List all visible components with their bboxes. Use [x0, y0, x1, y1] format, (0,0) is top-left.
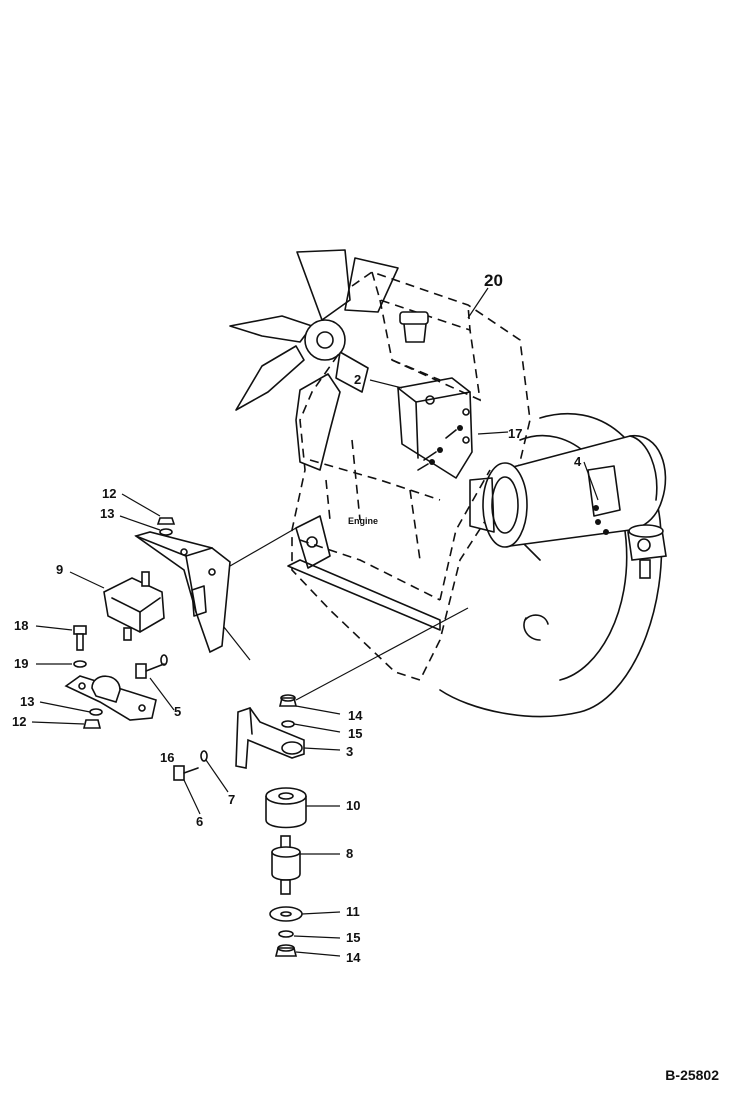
front-left-bracket	[134, 531, 231, 654]
upper-hardware	[278, 694, 298, 728]
callout-15: 15	[348, 726, 362, 741]
callout-11: 11	[346, 904, 360, 919]
callout-3: 3	[346, 744, 353, 759]
callout-4: 4	[574, 454, 582, 469]
callout-16: 16	[160, 750, 174, 765]
callout-labels: 20 2 17 4 12 13 9 18 19 13 12 5 14 15 3 …	[12, 271, 582, 965]
air-cleaner	[469, 435, 667, 579]
left-hardware	[73, 517, 208, 781]
callout-14: 14	[348, 708, 363, 723]
leader-line	[295, 607, 469, 701]
callout-8: 8	[346, 846, 353, 861]
callout-10: 10	[346, 798, 360, 813]
cooling-fan	[229, 249, 399, 411]
callout-12: 12	[102, 486, 116, 501]
callout-leaders	[31, 287, 599, 957]
callout-9: 9	[56, 562, 63, 577]
callout-20: 20	[484, 271, 503, 290]
callout-2: 2	[354, 372, 361, 387]
callout-13: 13	[100, 506, 114, 521]
u-bracket	[64, 675, 157, 721]
leader-line	[219, 621, 251, 661]
engine-bolts	[417, 425, 463, 471]
callout-14b: 14	[346, 950, 361, 965]
callout-7: 7	[228, 792, 235, 807]
callout-19: 19	[14, 656, 28, 671]
rubber-cushion-9	[103, 571, 165, 641]
rubber-mount-8	[271, 835, 301, 895]
figure-code: B-25802	[665, 1067, 719, 1083]
engine-label: Engine	[348, 516, 378, 526]
leader-line	[229, 527, 297, 567]
callout-18: 18	[14, 618, 28, 633]
bracket-3	[235, 707, 305, 769]
callout-5: 5	[174, 704, 181, 719]
bottom-hardware	[269, 906, 303, 957]
callout-13b: 13	[20, 694, 34, 709]
callout-12b: 12	[12, 714, 26, 729]
cushion-10	[265, 787, 307, 829]
callout-6: 6	[196, 814, 203, 829]
callout-17: 17	[508, 426, 522, 441]
callout-15b: 15	[346, 930, 360, 945]
engine-block: Engine	[287, 271, 531, 681]
